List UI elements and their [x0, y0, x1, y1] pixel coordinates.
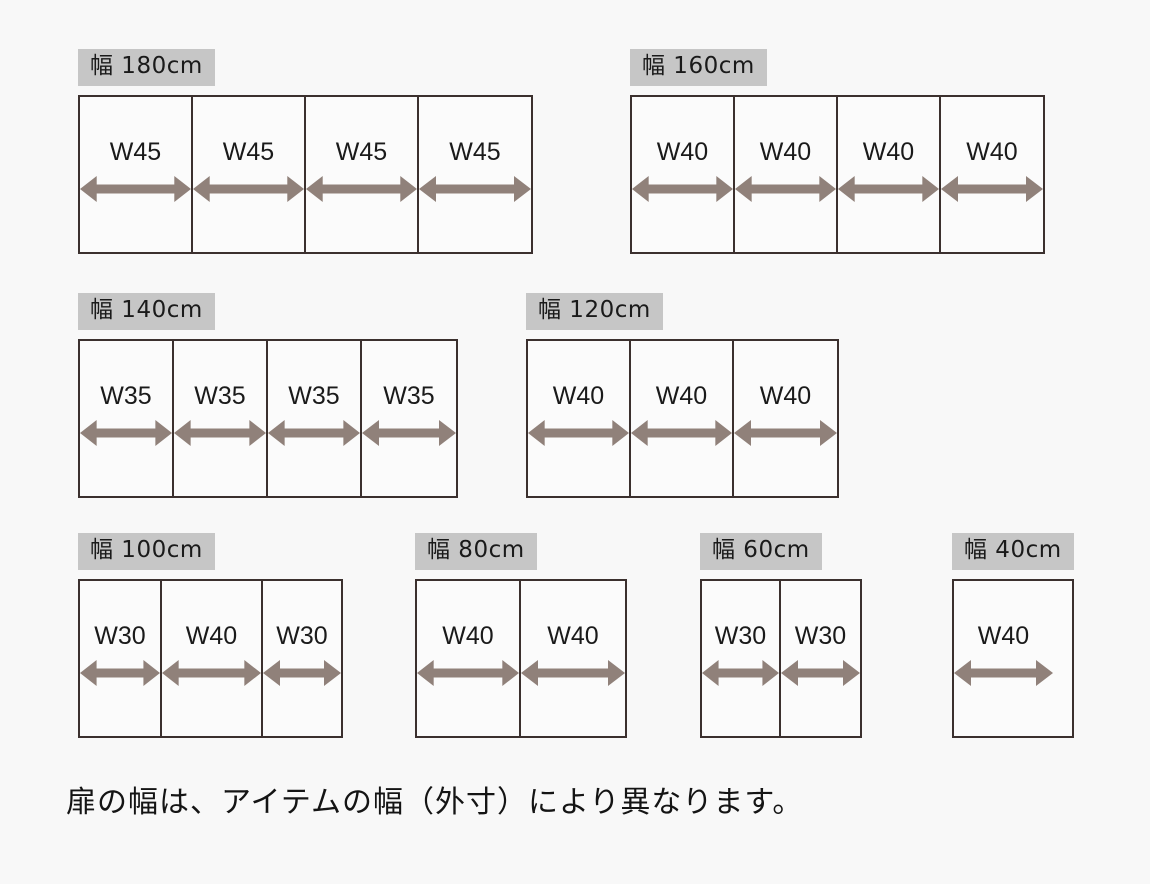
double-arrow-icon	[941, 176, 1043, 202]
door-panel-label: W30	[276, 622, 328, 650]
door-panel-label: W45	[449, 138, 501, 166]
door-panel-label: W40	[656, 138, 709, 166]
door-panel-label: W40	[977, 622, 1030, 650]
door-panel-label: W40	[552, 382, 605, 410]
door-panel-label: W40	[185, 622, 238, 650]
door-panel-label: W45	[222, 138, 275, 166]
double-arrow-icon	[735, 176, 836, 202]
double-arrow-icon	[838, 176, 939, 202]
door-panel: W30	[781, 581, 860, 736]
door-panel: W35	[174, 341, 268, 496]
group-width-label: 幅 180cm	[78, 49, 215, 86]
double-arrow-icon	[268, 420, 360, 446]
door-panel: W30	[702, 581, 781, 736]
double-arrow-icon	[528, 420, 629, 446]
double-arrow-icon	[80, 176, 191, 202]
door-panel: W45	[80, 97, 193, 252]
door-panel-label: W35	[383, 382, 435, 410]
door-panel: W45	[419, 97, 531, 252]
panel-row: W30 W40 W30	[78, 579, 343, 738]
door-panel: W40	[528, 341, 631, 496]
double-arrow-icon	[632, 176, 733, 202]
double-arrow-icon	[781, 660, 860, 686]
group-width-label: 幅 80cm	[415, 533, 537, 570]
door-panel-label: W30	[794, 622, 847, 650]
door-panel-label: W45	[109, 138, 162, 166]
double-arrow-icon	[702, 660, 779, 686]
group-width-label: 幅 160cm	[630, 49, 767, 86]
door-panel-label: W35	[288, 382, 340, 410]
door-panel-label: W30	[94, 622, 146, 650]
double-arrow-icon	[521, 660, 625, 686]
door-panel-label: W40	[759, 382, 812, 410]
door-panel: W40	[632, 97, 735, 252]
door-panel: W40	[954, 581, 1053, 736]
group-width-label: 幅 120cm	[526, 293, 663, 330]
door-panel-label: W30	[714, 622, 767, 650]
door-panel: W35	[80, 341, 174, 496]
double-arrow-icon	[162, 660, 261, 686]
door-panel-label: W40	[442, 622, 494, 650]
door-panel: W40	[941, 97, 1043, 252]
double-arrow-icon	[631, 420, 732, 446]
double-arrow-icon	[306, 176, 417, 202]
double-arrow-icon	[80, 660, 160, 686]
double-arrow-icon	[362, 420, 456, 446]
door-panel: W40	[735, 97, 838, 252]
door-panel: W40	[417, 581, 521, 736]
door-panel: W45	[306, 97, 419, 252]
panel-row: W40 W40 W40	[526, 339, 839, 498]
door-panel-label: W45	[335, 138, 388, 166]
panel-row: W40 W40	[415, 579, 627, 738]
diagram-caption: 扉の幅は、アイテムの幅（外寸）により異なります。	[66, 785, 804, 820]
double-arrow-icon	[174, 420, 266, 446]
panel-row: W35 W35 W35 W35	[78, 339, 458, 498]
door-panel: W45	[193, 97, 306, 252]
door-panel-label: W40	[547, 622, 599, 650]
double-arrow-icon	[419, 176, 531, 202]
door-panel-label: W40	[759, 138, 812, 166]
double-arrow-icon	[734, 420, 837, 446]
door-panel: W40	[631, 341, 734, 496]
panel-row: W45 W45 W45 W45	[78, 95, 533, 254]
door-panel: W40	[521, 581, 625, 736]
group-width-label: 幅 60cm	[700, 533, 822, 570]
panel-row: W40 W40 W40 W40	[630, 95, 1045, 254]
panel-row: W30 W30	[700, 579, 862, 738]
door-panel: W30	[80, 581, 162, 736]
door-panel-label: W40	[655, 382, 708, 410]
door-panel: W40	[162, 581, 263, 736]
door-panel: W35	[362, 341, 456, 496]
double-arrow-icon	[954, 660, 1053, 686]
group-width-label: 幅 100cm	[78, 533, 215, 570]
double-arrow-icon	[263, 660, 341, 686]
door-panel: W40	[838, 97, 941, 252]
door-panel-label: W35	[194, 382, 246, 410]
door-panel-label: W40	[862, 138, 915, 166]
door-panel: W40	[734, 341, 837, 496]
group-width-label: 幅 40cm	[952, 533, 1074, 570]
double-arrow-icon	[417, 660, 519, 686]
group-width-label: 幅 140cm	[78, 293, 215, 330]
door-panel-label: W40	[966, 138, 1018, 166]
door-panel-label: W35	[100, 382, 152, 410]
door-panel: W30	[263, 581, 341, 736]
double-arrow-icon	[193, 176, 304, 202]
door-panel: W35	[268, 341, 362, 496]
panel-row: W40	[952, 579, 1074, 738]
double-arrow-icon	[80, 420, 172, 446]
